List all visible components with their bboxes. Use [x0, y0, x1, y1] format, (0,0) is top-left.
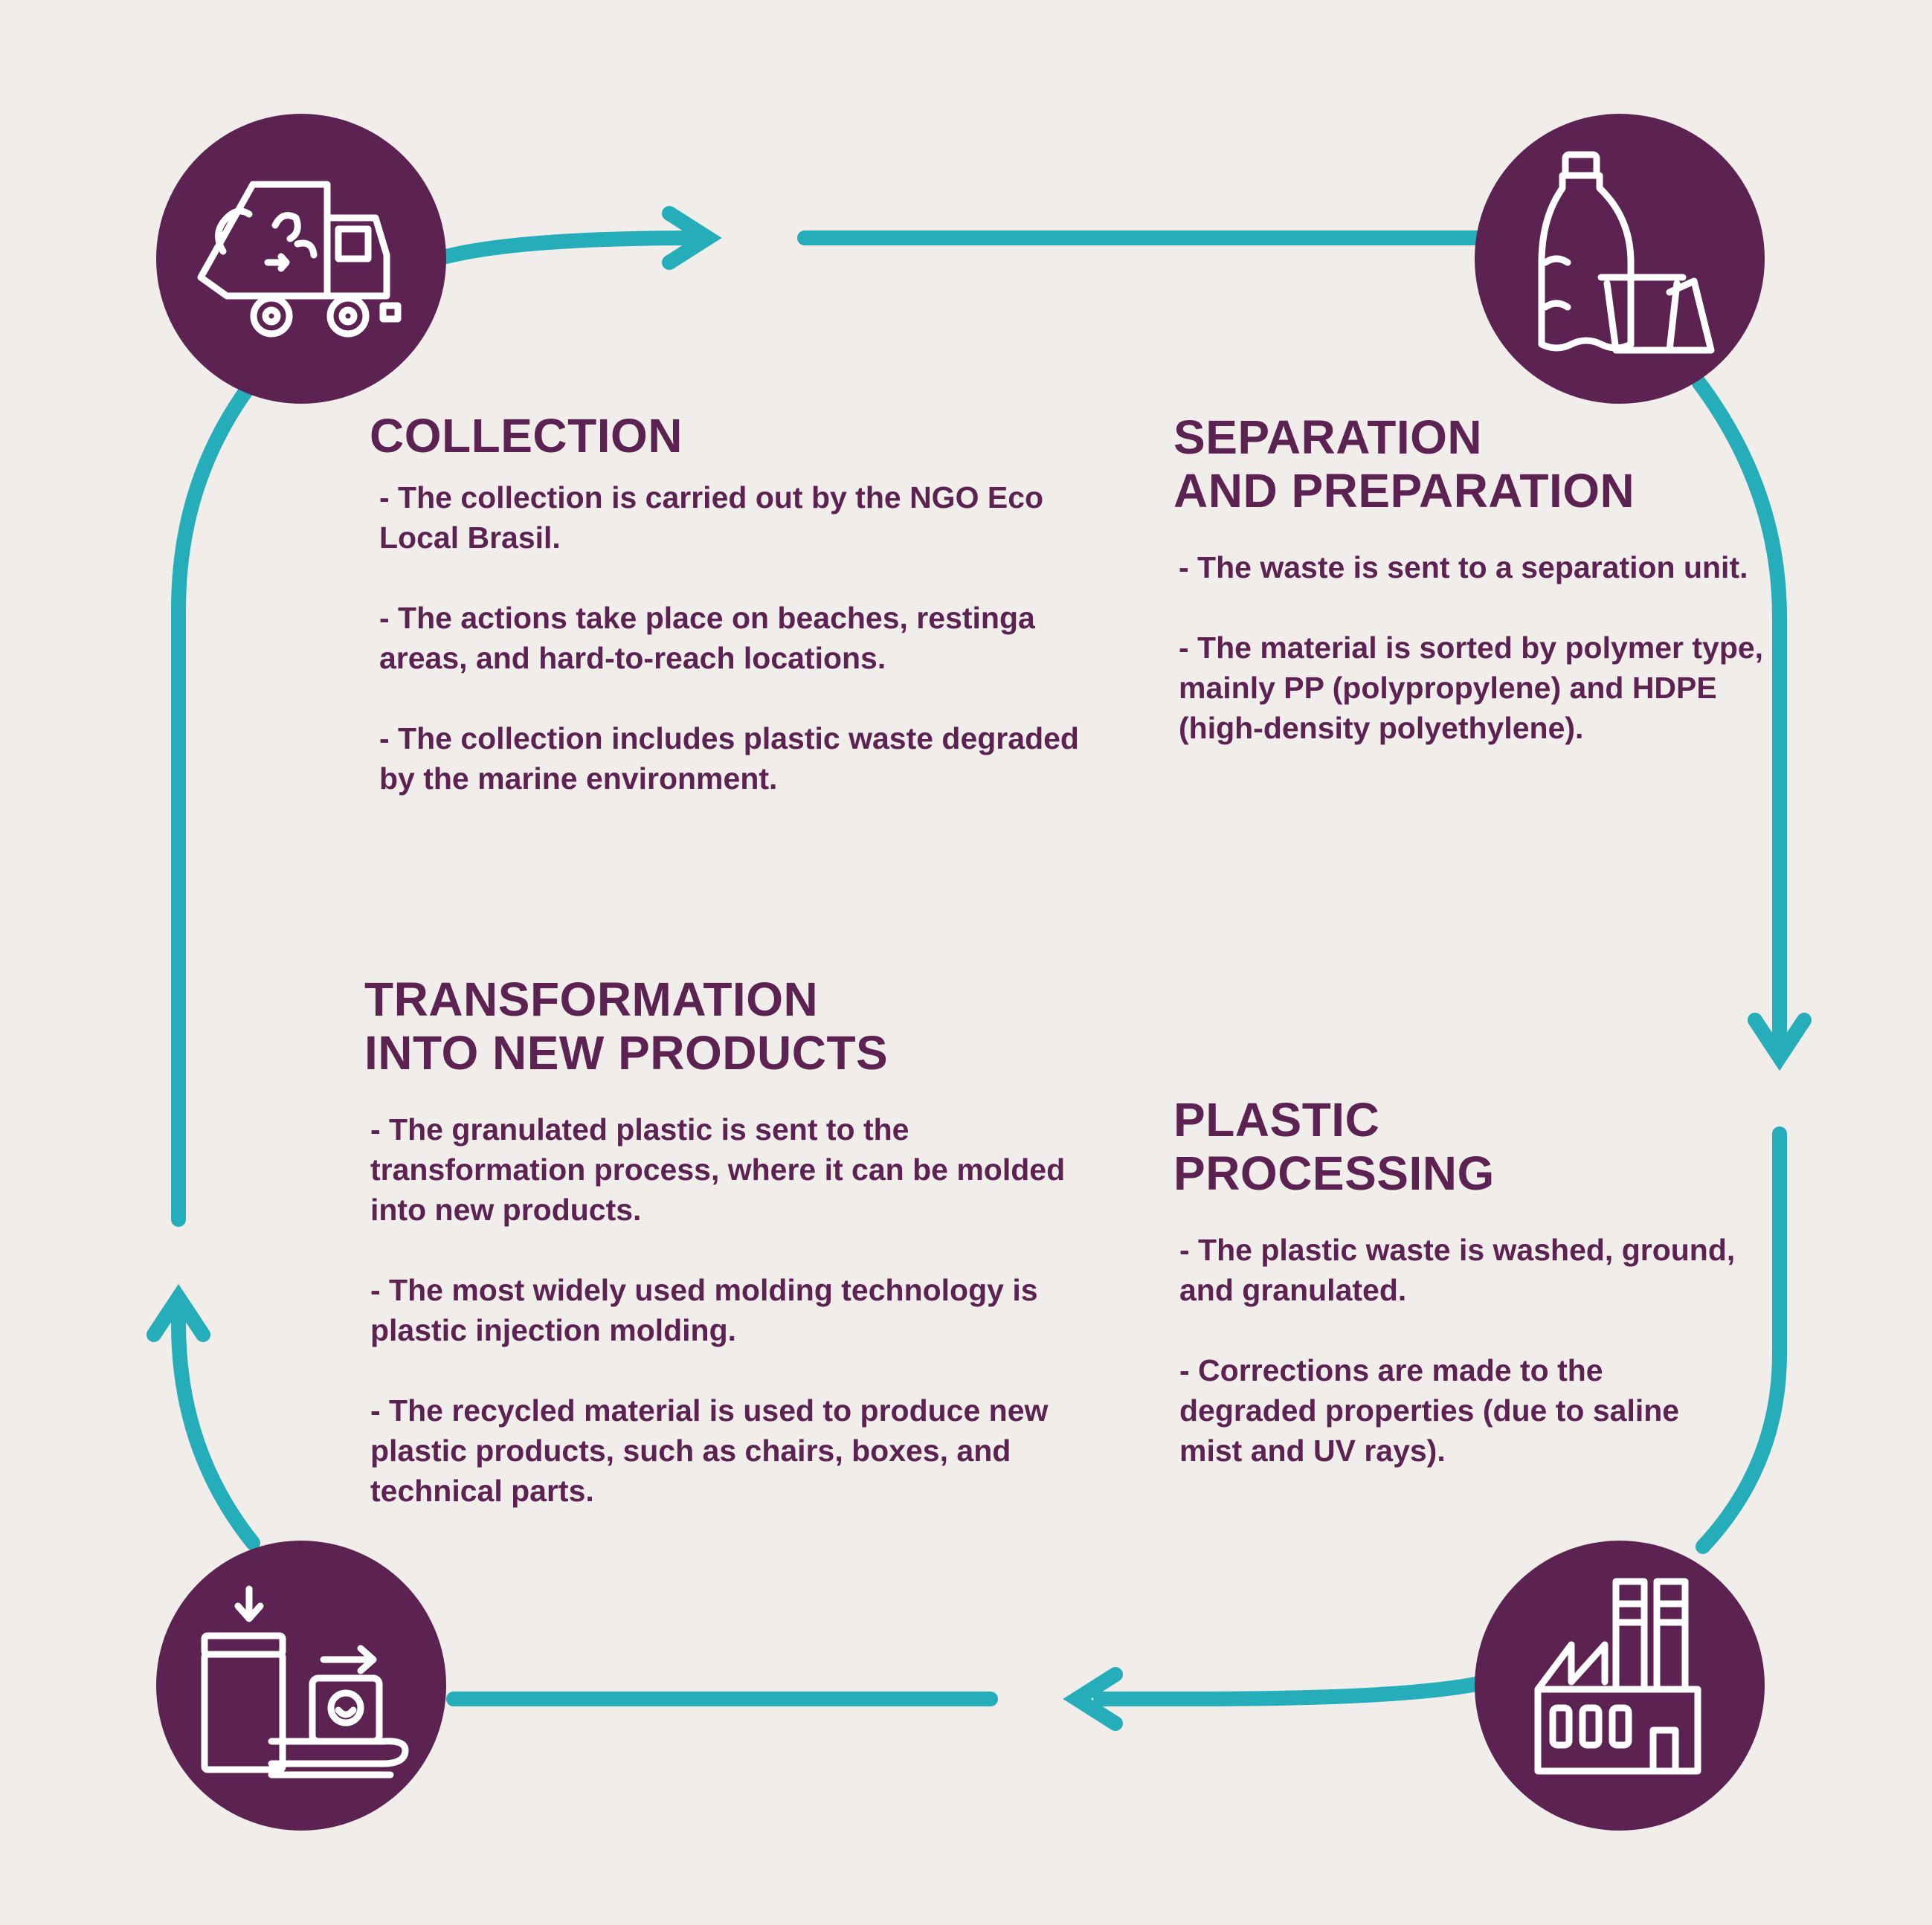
connector-transformation-to-collection-b: [171, 379, 257, 1227]
stage-processing: PLASTIC PROCESSING - The plastic waste i…: [1173, 1093, 1739, 1471]
connector-transformation-to-collection-a: [171, 1309, 260, 1550]
stage-title: TRANSFORMATION INTO NEW PRODUCTS: [364, 973, 1108, 1080]
stage-title: SEPARATION AND PREPARATION: [1173, 410, 1768, 517]
arrow-right-icon: [662, 206, 722, 270]
stage-collection: COLLECTION - The collection is carried o…: [370, 409, 1083, 799]
list-item: - Corrections are made to the degraded p…: [1179, 1353, 1680, 1468]
stage-points: - The waste is sent to a separation unit…: [1179, 547, 1768, 748]
stage-title-line: TRANSFORMATION: [364, 973, 819, 1026]
list-item: - The collection is carried out by the N…: [379, 480, 1044, 555]
stage-collection-icon: [156, 114, 446, 404]
list-item: - The waste is sent to a separation unit…: [1179, 550, 1748, 584]
list-item: - The plastic waste is washed, ground, a…: [1179, 1233, 1736, 1307]
stage-points: - The collection is carried out by the N…: [379, 477, 1083, 799]
stage-title-line: COLLECTION: [370, 409, 683, 462]
connector-processing-to-transformation-a: [1093, 1677, 1484, 1706]
stage-processing-icon: [1475, 1541, 1765, 1831]
arrow-up-icon: [146, 1283, 210, 1342]
list-item: - The most widely used molding technolog…: [370, 1273, 1038, 1347]
stage-title-line: PLASTIC: [1173, 1093, 1380, 1147]
stage-title-line: INTO NEW PRODUCTS: [364, 1026, 889, 1080]
molding-conveyor-icon: [156, 1541, 446, 1831]
list-item: - The actions take place on beaches, res…: [379, 601, 1035, 675]
stage-transformation-icon: [156, 1541, 446, 1831]
stage-title: COLLECTION: [370, 409, 1083, 462]
stage-title-line: PROCESSING: [1173, 1147, 1495, 1200]
garbage-truck-icon: [156, 114, 446, 404]
connector-collection-to-separation-a: [439, 230, 706, 264]
stage-separation: SEPARATION AND PREPARATION - The waste i…: [1173, 410, 1768, 748]
list-item: - The granulated plastic is sent to the …: [370, 1112, 1066, 1227]
stage-points: - The granulated plastic is sent to the …: [370, 1109, 1108, 1511]
arrow-down-icon: [1748, 1013, 1812, 1071]
stage-title-line: AND PREPARATION: [1173, 464, 1635, 517]
stage-title: PLASTIC PROCESSING: [1173, 1093, 1739, 1200]
list-item: - The material is sorted by polymer type…: [1179, 631, 1764, 745]
stage-transformation: TRANSFORMATION INTO NEW PRODUCTS - The g…: [364, 973, 1108, 1511]
connector-separation-to-processing-a: [1692, 375, 1787, 1045]
stage-title-line: SEPARATION: [1173, 410, 1483, 464]
connector-separation-to-processing-b: [1696, 1126, 1787, 1554]
stage-points: - The plastic waste is washed, ground, a…: [1179, 1230, 1739, 1471]
plastic-bottle-cup-icon: [1475, 114, 1765, 404]
list-item: - The recycled material is used to produ…: [370, 1393, 1049, 1508]
stage-separation-icon: [1475, 114, 1765, 404]
arrow-left-icon: [1063, 1667, 1123, 1731]
factory-icon: [1475, 1541, 1765, 1831]
list-item: - The collection includes plastic waste …: [379, 721, 1079, 796]
